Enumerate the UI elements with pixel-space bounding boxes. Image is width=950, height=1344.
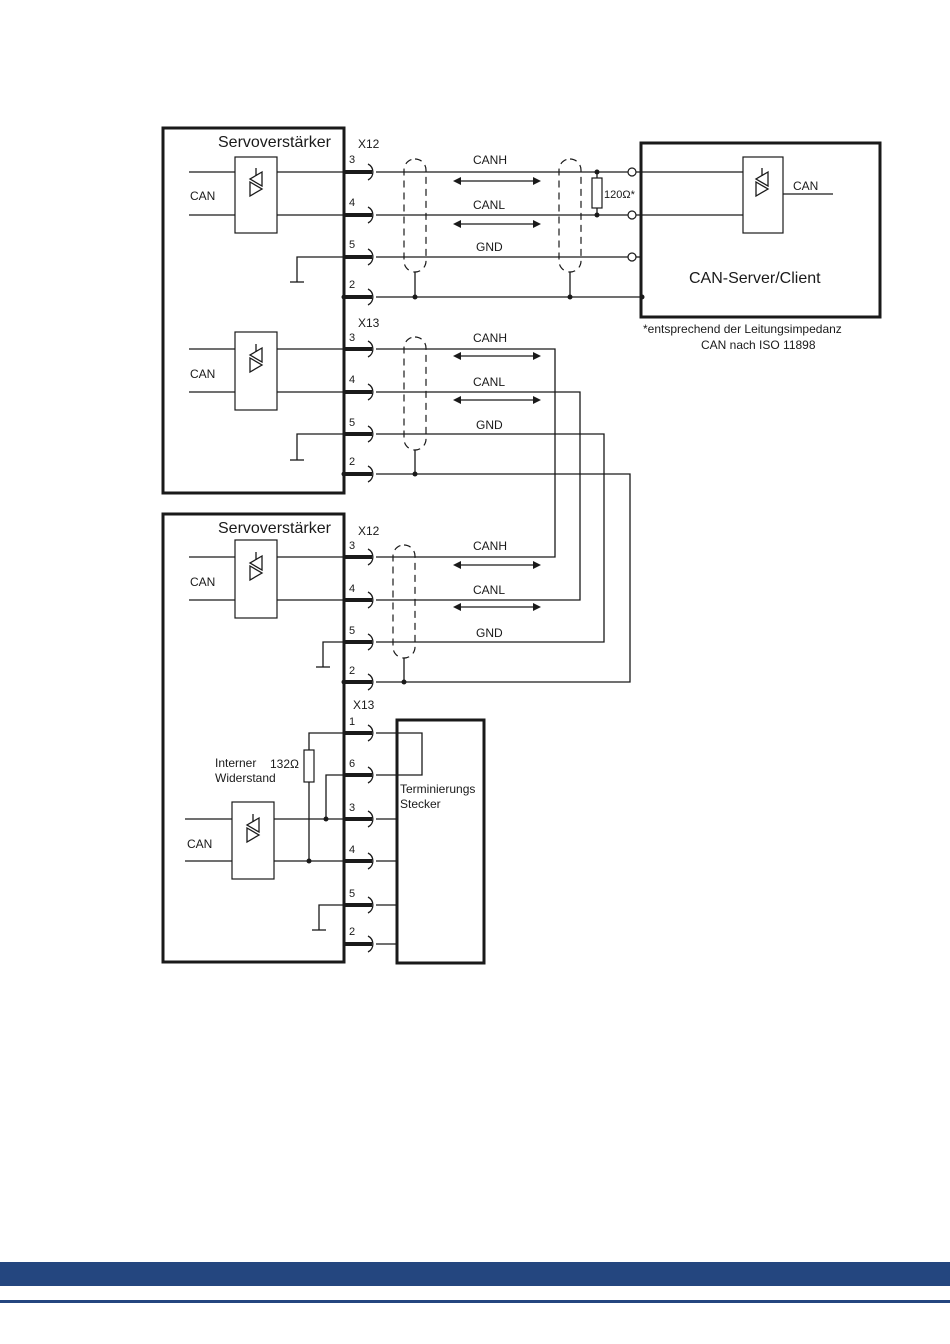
svg-text:4: 4 bbox=[349, 197, 355, 209]
servo1-can-label-bottom: CAN bbox=[190, 367, 215, 381]
svg-text:5: 5 bbox=[349, 888, 355, 900]
svg-text:1: 1 bbox=[349, 716, 355, 728]
footnote-line2: CAN nach ISO 11898 bbox=[701, 338, 816, 352]
server-label: CAN-Server/Client bbox=[689, 270, 821, 287]
cable-shield-2 bbox=[404, 337, 426, 450]
server-transceiver bbox=[743, 157, 783, 233]
signal-gnd-1: GND bbox=[476, 240, 503, 254]
servo2-title: Servoverstärker bbox=[218, 520, 332, 537]
server-terminal-canh bbox=[628, 168, 636, 176]
svg-text:5: 5 bbox=[349, 417, 355, 429]
servo2-x13-label: X13 bbox=[353, 698, 375, 712]
servo1-x13-label: X13 bbox=[358, 316, 380, 330]
server-terminal-canl bbox=[628, 211, 636, 219]
server-can-label: CAN bbox=[793, 179, 818, 193]
svg-text:6: 6 bbox=[349, 758, 355, 770]
resistor-120-label: 120Ω* bbox=[604, 189, 636, 201]
signal-gnd-3: GND bbox=[476, 626, 503, 640]
servo2-can-label-top: CAN bbox=[190, 575, 215, 589]
termination-plug-line2: Stecker bbox=[400, 797, 441, 811]
internal-resistor-line2: Widerstand bbox=[215, 771, 276, 785]
signal-canl-1: CANL bbox=[473, 198, 505, 212]
servo1-can-label-top: CAN bbox=[190, 189, 215, 203]
servo2-transceiver-x12 bbox=[235, 540, 277, 618]
svg-text:3: 3 bbox=[349, 154, 355, 166]
servo2-x13-connector: 1 6 3 4 5 2 bbox=[344, 716, 373, 952]
servo1-x12-connector: 3 4 5 2 bbox=[344, 154, 373, 305]
internal-resistor-line1: Interner bbox=[215, 756, 256, 770]
footnote-line1: *entsprechend der Leitungsimpedanz bbox=[643, 322, 842, 336]
svg-text:3: 3 bbox=[349, 540, 355, 552]
svg-text:4: 4 bbox=[349, 844, 355, 856]
internal-resistor-132 bbox=[304, 750, 314, 782]
termination-plug-box bbox=[397, 720, 484, 963]
servo2-transceiver-x13 bbox=[232, 802, 274, 879]
server-terminal-gnd bbox=[628, 253, 636, 261]
svg-text:5: 5 bbox=[349, 625, 355, 637]
signal-canh-3: CANH bbox=[473, 539, 507, 553]
termination-resistor-120 bbox=[592, 178, 602, 208]
svg-text:4: 4 bbox=[349, 583, 355, 595]
servo2-x12-connector: 3 4 5 2 bbox=[344, 540, 373, 690]
svg-text:2: 2 bbox=[349, 926, 355, 938]
servo2-can-label-bottom: CAN bbox=[187, 837, 212, 851]
resistor-132-label: 132Ω bbox=[270, 757, 299, 771]
servo1-title: Servoverstärker bbox=[218, 134, 332, 151]
svg-text:2: 2 bbox=[349, 279, 355, 291]
cable-shield-3 bbox=[393, 545, 415, 658]
servo1-transceiver-x13 bbox=[235, 332, 277, 410]
signal-canl-3: CANL bbox=[473, 583, 505, 597]
signal-canh-1: CANH bbox=[473, 153, 507, 167]
servo1-x12-label: X12 bbox=[358, 137, 380, 151]
svg-text:2: 2 bbox=[349, 456, 355, 468]
servo1-x13-connector: 3 4 5 2 bbox=[344, 332, 373, 482]
svg-text:5: 5 bbox=[349, 239, 355, 251]
svg-text:4: 4 bbox=[349, 374, 355, 386]
servo2-x12-label: X12 bbox=[358, 524, 380, 538]
svg-text:3: 3 bbox=[349, 332, 355, 344]
termination-plug-line1: Terminierungs bbox=[400, 782, 475, 796]
signal-canh-2: CANH bbox=[473, 331, 507, 345]
svg-text:3: 3 bbox=[349, 802, 355, 814]
signal-gnd-2: GND bbox=[476, 418, 503, 432]
svg-text:2: 2 bbox=[349, 665, 355, 677]
signal-canl-2: CANL bbox=[473, 375, 505, 389]
